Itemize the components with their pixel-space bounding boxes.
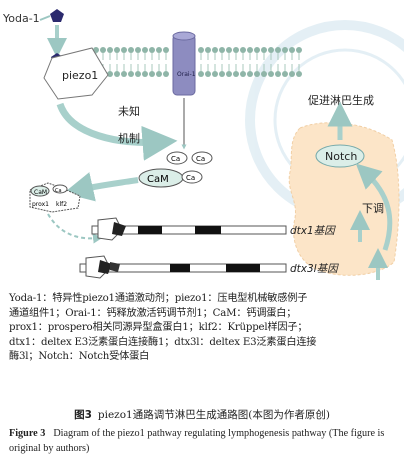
figure-caption-cn: 图3 piezo1通路调节淋巴生成通路图(本图为作者原创) [0, 407, 404, 422]
unknown-label-line2: 机制 [118, 131, 140, 145]
svg-text:CaM: CaM [34, 189, 47, 196]
figure-number-cn: 图3 [74, 409, 92, 421]
complex-to-gene-arrow [47, 213, 103, 244]
svg-text:Ca: Ca [171, 155, 180, 163]
promote-label: 促进淋巴生成 [308, 93, 374, 107]
downregulate-arrow [355, 163, 393, 251]
svg-text:Ca: Ca [186, 174, 195, 182]
cell-region [288, 122, 400, 276]
legend-line: prox1：prospero相关同源异型盒蛋白1；klf2：Krüppel样因子… [9, 322, 308, 334]
orai1-channel [172, 34, 196, 96]
orai1-label: Orai-1 [177, 71, 196, 78]
unknown-label-line1: 未知 [118, 104, 140, 118]
svg-text:prox1: prox1 [32, 201, 49, 208]
unknown-mechanism-arrow [56, 102, 178, 161]
calcium-ion: Ca [191, 151, 213, 165]
notch-label: Notch [325, 150, 357, 163]
pathway-diagram: Yoda-1 piezo1 Orai-1 未知 机制 Ca Ca CaM Ca … [2, 9, 404, 280]
calcium-ion: Ca [166, 151, 188, 165]
piezo1-label: piezo1 [62, 69, 98, 82]
cam-to-complex-arrow [63, 172, 139, 202]
dtx1-gene-label: dtx1基因 [290, 225, 336, 237]
legend-line: Yoda-1：特异性piezo1通道激动剂；piezo1：压电型机械敏感例子 [9, 293, 308, 304]
legend-line: 通道组件1；Orai-1：钙释放激活钙调节剂1；CaM：钙调蛋白； [9, 307, 297, 319]
svg-text:Ca: Ca [55, 188, 62, 194]
legend-line: dtx1：deltex E3泛素蛋白连接酶1；dtx3l：deltex E3泛素… [9, 336, 317, 348]
dtx3l-gene [79, 255, 287, 279]
svg-text:Ca: Ca [196, 155, 205, 163]
dtx3l-gene-label: dtx3l基因 [290, 263, 339, 275]
cam-complex: CaM Ca [138, 168, 203, 188]
prox1-klf2-complex: CaM Ca prox1 klf2 [29, 182, 81, 213]
legend-line: 酶3l；Notch：Notch受体蛋白 [9, 351, 150, 363]
caption-text-en: Diagram of the piezo1 pathway regulating… [9, 428, 385, 454]
svg-text:CaM: CaM [147, 174, 169, 185]
downregulate-label: 下调 [362, 202, 384, 215]
yoda1-pentagon-icon [50, 9, 64, 22]
dtx1-gene [91, 217, 287, 241]
piezo1-channel [43, 47, 109, 100]
notch-node [315, 144, 365, 168]
orai1-top [172, 31, 196, 41]
yoda1-label: Yoda-1 [2, 12, 40, 25]
caption-text-cn: piezo1通路调节淋巴生成通路图(本图为作者原创) [97, 409, 330, 421]
svg-text:klf2: klf2 [56, 201, 67, 208]
abbreviation-legend: Yoda-1：特异性piezo1通道激动剂；piezo1：压电型机械敏感例子 通… [9, 292, 399, 365]
yoda-to-piezo-line [39, 15, 51, 21]
figure-number-en: Figure 3 [9, 428, 46, 439]
